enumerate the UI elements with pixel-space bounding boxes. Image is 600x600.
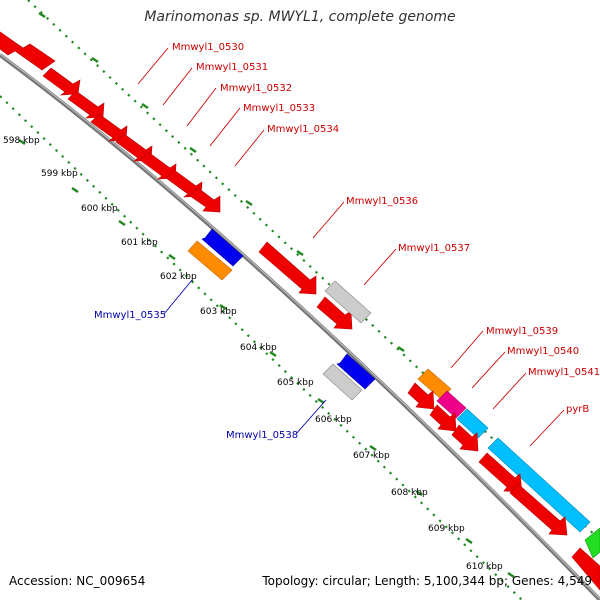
gene-label-mmwyl1-0533: Mmwyl1_0533 (243, 103, 315, 114)
gene-label-mmwyl1-0535: Mmwyl1_0535 (94, 310, 166, 321)
gene-arrow (407, 382, 435, 410)
map-title: Marinomonas sp. MWYL1, complete genome (144, 9, 456, 25)
genome-summary-text: Topology: circular; Length: 5,100,344 bp… (262, 574, 592, 588)
gene-label-mmwyl1-0531: Mmwyl1_0531 (196, 62, 268, 73)
gene-arrow (42, 67, 81, 96)
tick-label: 602 kbp (160, 272, 197, 282)
tick-label: 605 kbp (277, 378, 314, 388)
gene-arrow (187, 240, 233, 281)
gene-label-mmwyl1-0530: Mmwyl1_0530 (172, 42, 244, 53)
gene-arrow (429, 404, 457, 432)
reverse-genes (187, 228, 376, 401)
gene-arrow (336, 353, 376, 390)
gene-arrow (571, 547, 600, 591)
gene-arrow (0, 31, 56, 71)
gene-arrow (201, 228, 244, 267)
gene-label-mmwyl1-0538: Mmwyl1_0538 (226, 430, 298, 441)
cluster-genes (407, 368, 600, 591)
genome-backbone (0, 53, 600, 600)
tick-label: 598 kbp (3, 136, 40, 146)
gene-arrow (436, 390, 467, 419)
gene-label-mmwyl1-0540: Mmwyl1_0540 (507, 346, 579, 357)
inner-guide-line (0, 95, 523, 600)
tick-label: 601 kbp (121, 238, 158, 248)
gene-labels: Mmwyl1_0530 Mmwyl1_0531 Mmwyl1_0532 Mmwy… (94, 42, 600, 441)
gene-arrow (316, 296, 353, 330)
gene-arrow (258, 241, 317, 295)
gene-arrow (584, 527, 600, 559)
inner-ticks (18, 138, 515, 579)
gene-label-mmwyl1-0541: Mmwyl1_0541 (528, 367, 600, 378)
tick-labels: 598 kbp 599 kbp 600 kbp 601 kbp 602 kbp … (3, 136, 503, 572)
gene-arrow (487, 437, 591, 533)
gene-label-mmwyl1-0537: Mmwyl1_0537 (398, 243, 470, 254)
gene-label-pyrb: pyrB (566, 404, 589, 415)
gene-label-mmwyl1-0532: Mmwyl1_0532 (220, 83, 292, 94)
mid-genes (258, 241, 372, 330)
tick-label: 600 kbp (81, 204, 118, 214)
top-leader-lines (137, 47, 565, 447)
gene-label-mmwyl1-0536: Mmwyl1_0536 (346, 196, 418, 207)
gene-arrow (451, 424, 479, 452)
tick-label: 610 kbp (466, 562, 503, 572)
gene-arrow (322, 363, 363, 401)
tick-label: 608 kbp (391, 488, 428, 498)
gene-arrow (67, 90, 105, 119)
gene-arrow (509, 483, 568, 536)
accession-text: Accession: NC_009654 (9, 574, 146, 588)
top-strand-genes (0, 31, 221, 213)
tick-label: 609 kbp (428, 524, 465, 534)
gene-label-mmwyl1-0534: Mmwyl1_0534 (267, 124, 339, 135)
gene-arrow (456, 408, 489, 439)
gene-label-mmwyl1-0539: Mmwyl1_0539 (486, 326, 558, 337)
bottom-leader-lines (163, 279, 327, 435)
tick-label: 607 kbp (353, 451, 390, 461)
tick-label: 603 kbp (200, 307, 237, 317)
tick-label: 604 kbp (240, 343, 277, 353)
tick-label: 606 kbp (315, 415, 352, 425)
gene-arrow (324, 280, 372, 324)
gene-arrow (189, 187, 221, 213)
tick-label: 599 kbp (41, 169, 78, 179)
